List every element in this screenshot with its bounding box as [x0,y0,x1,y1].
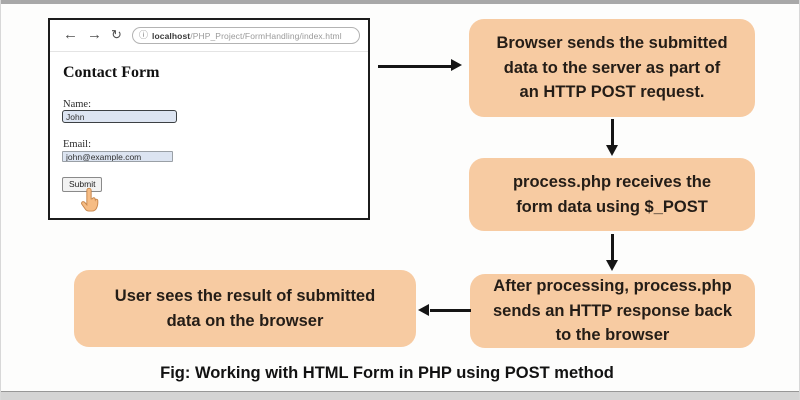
url-text: localhost/PHP_Project/FormHandling/index… [152,31,342,41]
browser-window: ← → ↻ ⓘ localhost/PHP_Project/FormHandli… [48,18,370,220]
hand-cursor-icon [78,187,100,213]
arrow-step2-to-step3 [611,234,614,261]
arrow-browser-to-step1 [378,65,452,68]
flow-step-user-sees-result: User sees the result of submitted data o… [74,270,416,347]
flow-step-process-receives: process.php receives the form data using… [469,158,755,231]
forward-arrow-icon[interactable]: → [87,26,102,43]
arrowhead-down-icon [606,260,618,271]
name-label: Name: [63,99,91,110]
figure-caption: Fig: Working with HTML Form in PHP using… [160,364,614,382]
arrowhead-down-icon [606,145,618,156]
arrowhead-right-icon [451,59,462,71]
email-field[interactable] [62,151,173,162]
back-arrow-icon[interactable]: ← [63,26,78,43]
name-field[interactable] [62,110,177,123]
arrow-step3-to-step4 [430,309,471,312]
arrow-step1-to-step2 [611,119,614,146]
page-title: Contact Form [63,64,160,81]
address-bar[interactable]: ⓘ localhost/PHP_Project/FormHandling/ind… [132,27,360,44]
url-path: /PHP_Project/FormHandling/index.html [190,30,342,41]
submit-button[interactable]: Submit [62,177,103,193]
email-label: Email: [63,139,91,150]
browser-toolbar: ← → ↻ ⓘ localhost/PHP_Project/FormHandli… [50,20,368,52]
refresh-icon[interactable]: ↻ [111,27,122,42]
url-host: localhost [152,30,191,41]
flow-step-browser-sends: Browser sends the submitted data to the … [469,19,755,117]
top-edge-bar [1,0,799,4]
flow-step-http-response: After processing, process.php sends an H… [470,274,755,348]
arrowhead-left-icon [418,303,429,316]
bottom-edge-bar [1,391,799,400]
info-icon: ⓘ [139,30,149,40]
